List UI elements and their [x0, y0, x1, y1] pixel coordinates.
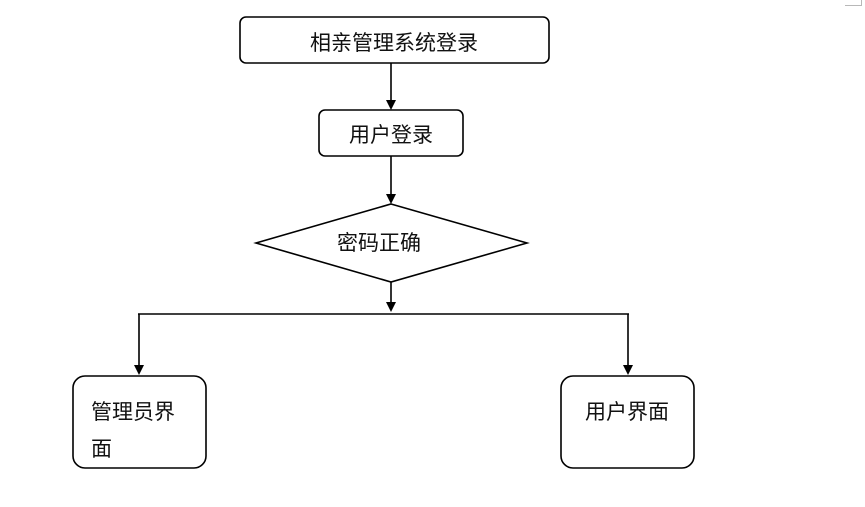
- user-login-box: 用户登录: [318, 109, 464, 157]
- page-corner-mark: [845, 0, 862, 6]
- system-login-box: 相亲管理系统登录: [239, 16, 550, 64]
- system-login-label: 相亲管理系统登录: [310, 31, 478, 55]
- password-check-label: 密码正确: [337, 231, 421, 255]
- admin-interface-label-line1: 管理员界: [91, 400, 175, 424]
- user-interface-label: 用户界面: [585, 400, 669, 424]
- password-check-decision: 密码正确: [253, 203, 530, 283]
- user-interface-box: 用户界面: [560, 375, 695, 469]
- admin-interface-box: 管理员界 面: [72, 375, 207, 469]
- admin-interface-label-line2: 面: [91, 437, 112, 461]
- user-login-label: 用户登录: [349, 123, 433, 147]
